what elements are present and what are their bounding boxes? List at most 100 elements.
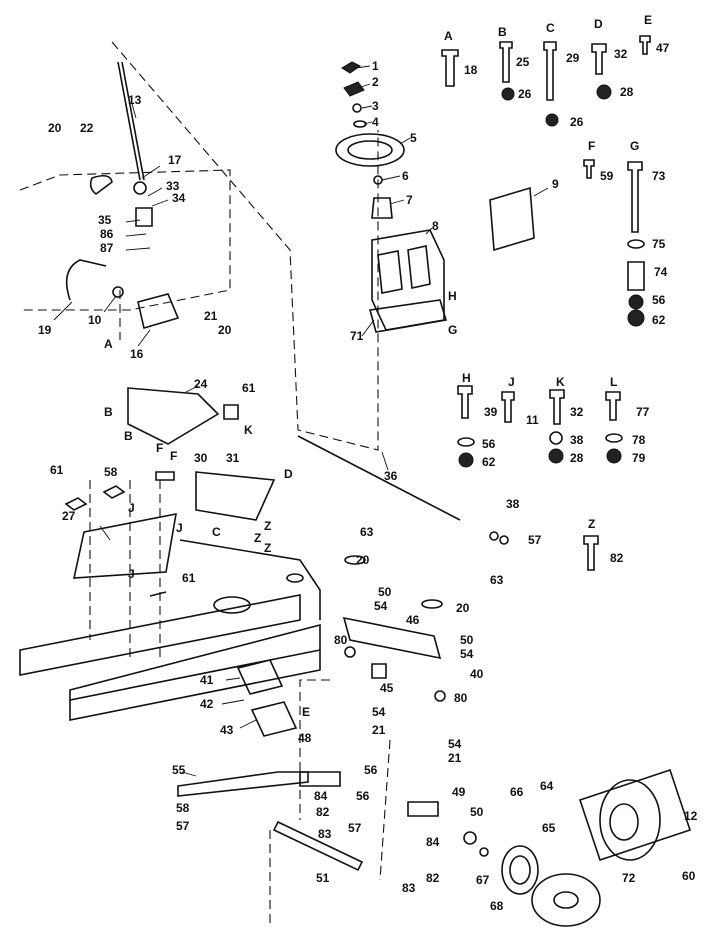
label-p60: 60 <box>682 869 696 883</box>
label-26a: 26 <box>518 87 532 101</box>
label-p7: 7 <box>406 193 413 207</box>
label-82a: 82 <box>610 551 624 565</box>
label-11: 11 <box>526 413 539 427</box>
label-59: 59 <box>600 169 614 183</box>
label-p5: 5 <box>410 131 417 145</box>
label-p42: 42 <box>200 697 214 711</box>
hardware-letter-labels: A B C D E F G H J K L Z <box>444 13 652 531</box>
label-p80a: 80 <box>334 633 348 647</box>
label-73: 73 <box>652 169 666 183</box>
label-p10: 10 <box>88 313 102 327</box>
label-p56d: 56 <box>356 789 370 803</box>
label-p19: 19 <box>38 323 52 337</box>
label-p36: 36 <box>384 469 398 483</box>
label-p58b: 58 <box>176 801 190 815</box>
label-29: 29 <box>566 51 580 65</box>
cross-shaft-assembly <box>177 435 461 872</box>
label-K: K <box>244 423 253 437</box>
label-p40: 40 <box>470 667 484 681</box>
pulley-and-wheel <box>463 768 692 927</box>
label-F-1: F <box>156 441 163 455</box>
label-p64: 64 <box>540 779 554 793</box>
hardware-fasteners <box>441 35 651 571</box>
label-F: F <box>588 139 595 153</box>
label-p82c: 82 <box>426 871 440 885</box>
label-62a: 62 <box>652 313 666 327</box>
label-A: A <box>444 29 453 43</box>
label-Z-2: Z <box>264 519 271 533</box>
part-number-labels: 1 2 3 4 5 6 7 8 9 71 H G 13 17 20 22 33 … <box>38 59 698 913</box>
label-p83b: 83 <box>402 881 416 895</box>
label-K: K <box>556 375 565 389</box>
label-p80b: 80 <box>454 691 468 705</box>
label-p4: 4 <box>372 115 379 129</box>
label-78: 78 <box>632 433 646 447</box>
label-p50b: 50 <box>460 633 474 647</box>
label-p55: 55 <box>172 763 186 777</box>
label-77: 77 <box>636 405 650 419</box>
label-p68: 68 <box>490 899 504 913</box>
label-p20b: 20 <box>218 323 232 337</box>
label-p61b: 61 <box>50 463 64 477</box>
label-Z-1: Z <box>254 531 261 545</box>
label-p65: 65 <box>542 821 556 835</box>
leader-lines <box>53 65 549 777</box>
label-p21a: 21 <box>204 309 218 323</box>
label-p66: 66 <box>510 785 524 799</box>
label-p3: 3 <box>372 99 379 113</box>
label-D: D <box>594 17 603 31</box>
label-p16: 16 <box>130 347 144 361</box>
label-p54d: 54 <box>448 737 462 751</box>
label-p34: 34 <box>172 191 186 205</box>
label-J-1: J <box>128 501 135 515</box>
label-p20a: 20 <box>48 121 62 135</box>
label-A-left: A <box>104 337 113 351</box>
label-H: H <box>462 371 471 385</box>
label-47: 47 <box>656 41 670 55</box>
label-p51: 51 <box>316 871 330 885</box>
label-p86a: 86 <box>100 227 114 241</box>
label-Z: Z <box>588 517 595 531</box>
label-G: G <box>630 139 639 153</box>
label-p57b: 57 <box>176 819 190 833</box>
label-p13: 13 <box>128 93 142 107</box>
label-32b: 32 <box>570 405 584 419</box>
label-C: C <box>546 21 555 35</box>
label-B: B <box>498 25 507 39</box>
label-B-b: B <box>124 429 133 443</box>
label-25: 25 <box>516 55 530 69</box>
tractor-frame <box>19 539 321 721</box>
dashed-reference-lines <box>19 41 391 925</box>
label-39: 39 <box>484 405 498 419</box>
label-E: E <box>644 13 652 27</box>
label-p8: 8 <box>432 219 439 233</box>
label-p49: 49 <box>452 785 466 799</box>
label-p6: 6 <box>402 169 409 183</box>
steering-assembly <box>335 61 535 333</box>
label-28a: 28 <box>620 85 634 99</box>
label-p50a: 50 <box>378 585 392 599</box>
label-p82b: 82 <box>316 805 330 819</box>
label-p48: 48 <box>298 731 312 745</box>
label-p83a: 83 <box>318 827 332 841</box>
label-E: E <box>302 705 310 719</box>
label-p21c: 21 <box>448 751 462 765</box>
label-p9: 9 <box>552 177 559 191</box>
label-D: D <box>284 467 293 481</box>
label-26b: 26 <box>570 115 584 129</box>
label-p71: 71 <box>350 329 364 343</box>
label-p24: 24 <box>194 377 208 391</box>
label-J-3: J <box>128 567 135 581</box>
label-32a: 32 <box>614 47 628 61</box>
label-p30: 30 <box>194 451 208 465</box>
label-74: 74 <box>654 265 668 279</box>
label-Z-3: Z <box>264 541 271 555</box>
label-L: L <box>610 375 617 389</box>
label-p35: 35 <box>98 213 112 227</box>
label-p46: 46 <box>406 613 420 627</box>
label-p33: 33 <box>166 179 180 193</box>
label-p54b: 54 <box>460 647 474 661</box>
label-p54c: 54 <box>372 705 386 719</box>
label-p1: 1 <box>372 59 379 73</box>
